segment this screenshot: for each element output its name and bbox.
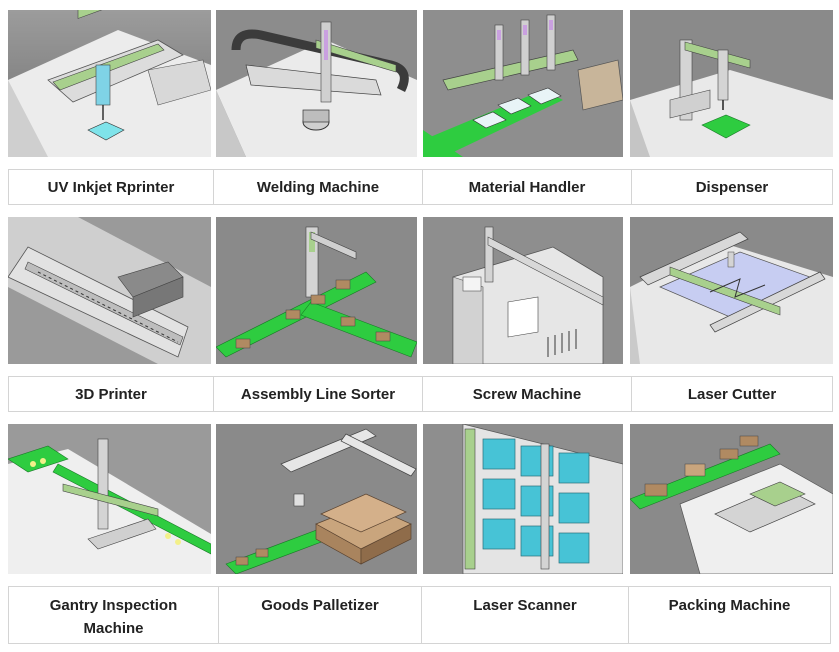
product-label[interactable]: Material Handler	[422, 169, 632, 205]
product-label[interactable]: Assembly Line Sorter	[213, 376, 423, 412]
gantry-inspection-illustration[interactable]	[8, 424, 211, 574]
welding-machine-illustration[interactable]	[216, 10, 417, 157]
product-label[interactable]: 3D Printer	[8, 376, 214, 412]
product-label[interactable]: Gantry Inspection Machine	[8, 586, 219, 644]
screw-machine-illustration[interactable]	[423, 217, 623, 364]
product-label[interactable]: Dispenser	[631, 169, 833, 205]
3d-printer-illustration[interactable]	[8, 217, 211, 364]
laser-scanner-illustration[interactable]	[423, 424, 623, 574]
dispenser-illustration[interactable]	[630, 10, 833, 157]
product-label[interactable]: Packing Machine	[628, 586, 831, 644]
product-label[interactable]: Laser Cutter	[631, 376, 833, 412]
uv-inkjet-printer-illustration[interactable]	[8, 10, 211, 157]
assembly-line-sorter-illustration[interactable]	[216, 217, 417, 364]
goods-palletizer-illustration[interactable]	[216, 424, 417, 574]
product-label[interactable]: Welding Machine	[213, 169, 423, 205]
product-label[interactable]: Goods Palletizer	[218, 586, 422, 644]
packing-machine-illustration[interactable]	[630, 424, 833, 574]
laser-cutter-illustration[interactable]	[630, 217, 833, 364]
product-label[interactable]: Laser Scanner	[421, 586, 629, 644]
product-label[interactable]: UV Inkjet Rprinter	[8, 169, 214, 205]
material-handler-illustration[interactable]	[423, 10, 623, 157]
product-label[interactable]: Screw Machine	[422, 376, 632, 412]
